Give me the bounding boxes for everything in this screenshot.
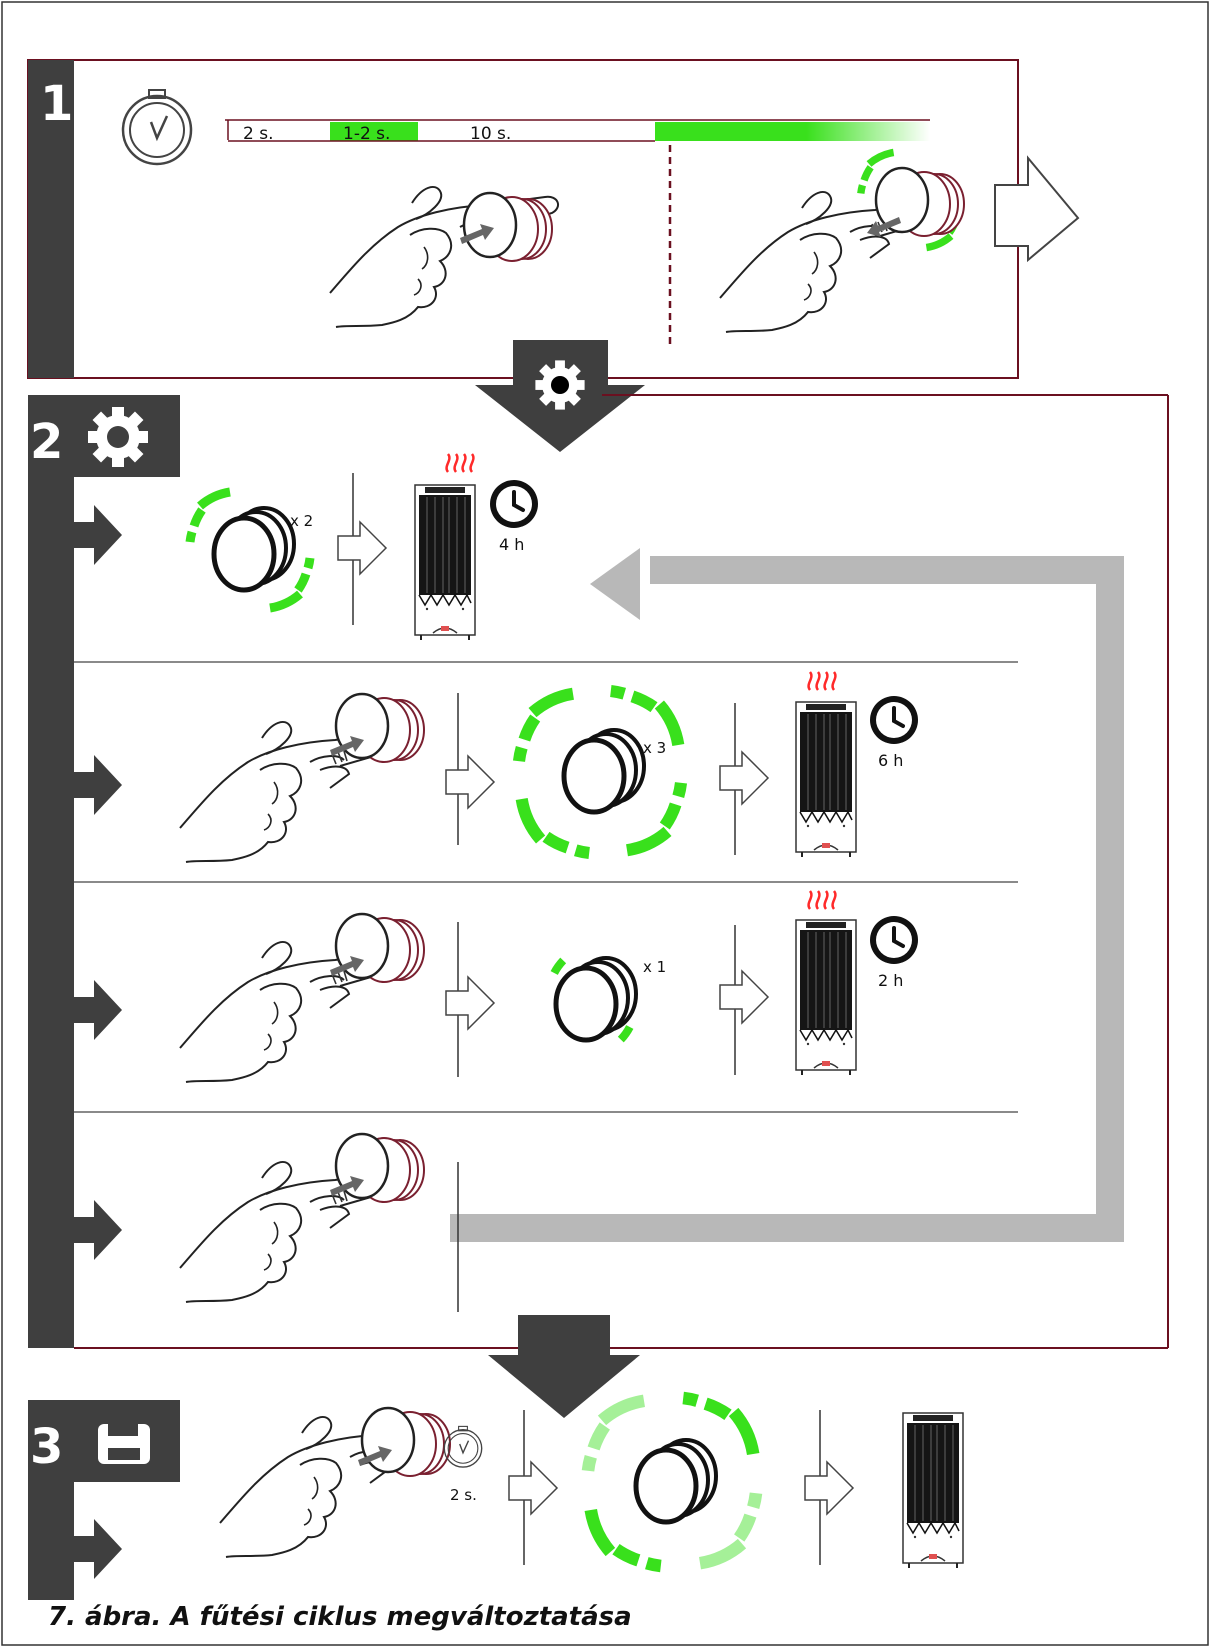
row3-time: 2 h <box>878 971 903 990</box>
step3-knob-icon <box>588 1398 756 1566</box>
row3-hollow-arrow-b-icon <box>719 970 769 1024</box>
row2-arrow-icon <box>74 755 122 815</box>
knob-icon <box>334 912 426 984</box>
row3-arrow-icon <box>74 980 122 1040</box>
timeline-label-a: 2 s. <box>243 124 273 144</box>
knob-icon <box>360 1406 452 1478</box>
heater-icon <box>414 484 476 641</box>
next-arrow-icon <box>994 155 1080 263</box>
step3-number: 3 <box>30 1419 63 1475</box>
arrow-down-icon <box>488 1315 640 1418</box>
row3-hollow-arrow-icon <box>445 976 495 1030</box>
timeline: 2 s. 1-2 s. 10 s. <box>225 119 930 144</box>
row2-hollow-arrow-icon <box>445 755 495 809</box>
loop-back-arrow <box>450 548 1124 1242</box>
figure-caption: 7. ábra. A fűtési ciklus megváltoztatása <box>48 1602 632 1632</box>
row2-count: x 3 <box>643 739 666 757</box>
row2-hollow-arrow-b-icon <box>719 751 769 805</box>
heat-waves-icon <box>807 670 837 692</box>
row1-count: x 2 <box>290 512 313 530</box>
row1-arrow-icon <box>74 505 122 565</box>
row1-hollow-arrow-icon <box>337 521 387 575</box>
step3-hollow-arrow-icon <box>508 1461 558 1515</box>
row2-time: 6 h <box>878 751 903 770</box>
row1-knob-icon <box>190 492 310 608</box>
timeline-label-b: 1-2 s. <box>343 124 390 144</box>
step3-hollow-arrow-b-icon <box>804 1461 854 1515</box>
knob-icon <box>462 191 554 263</box>
heat-waves-icon <box>445 452 475 474</box>
step1-bar <box>28 60 74 378</box>
save-icon <box>98 1424 150 1464</box>
clock-icon <box>868 914 920 966</box>
heater-icon <box>795 701 857 858</box>
row4-arrow-icon <box>74 1200 122 1260</box>
knob-icon <box>334 1132 426 1204</box>
row3-knob-icon <box>550 958 636 1040</box>
save-timer-label: 2 s. <box>450 1486 477 1504</box>
row1-time: 4 h <box>499 535 524 554</box>
step2-number: 2 <box>30 414 63 470</box>
step1-number: 1 <box>40 76 73 132</box>
timeline-green-segment <box>330 122 418 141</box>
stopwatch-icon <box>121 88 193 166</box>
step3-arrow-icon <box>74 1519 122 1579</box>
clock-icon <box>868 694 920 746</box>
timeline-label-c: 10 s. <box>470 124 511 144</box>
timeline-release-fade <box>655 122 930 141</box>
step2-bar <box>28 395 74 1348</box>
heater-icon <box>902 1412 964 1569</box>
clock-icon <box>488 478 540 530</box>
heater-icon <box>795 919 857 1076</box>
gear-icon <box>88 407 148 467</box>
heat-waves-icon <box>807 889 837 911</box>
row3-count: x 1 <box>643 958 666 976</box>
row2-knob-icon <box>519 691 681 853</box>
knob-icon <box>334 692 426 764</box>
arrow-down-icon <box>475 340 645 452</box>
